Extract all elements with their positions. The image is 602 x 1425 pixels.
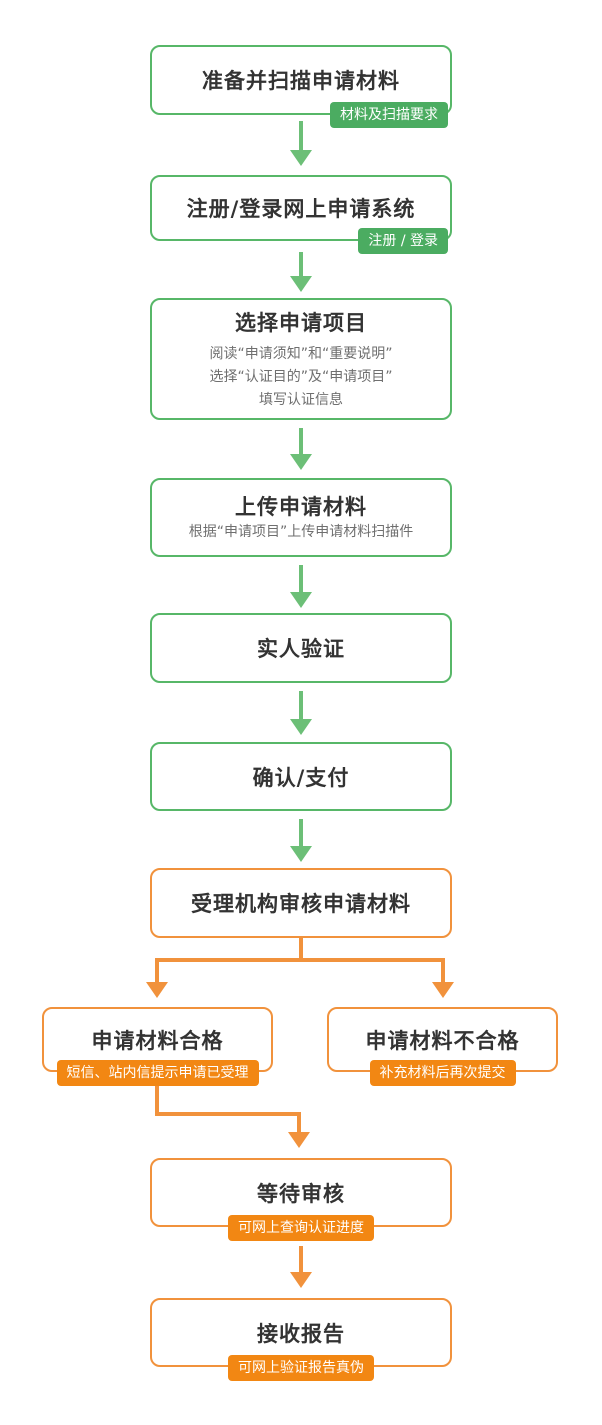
- step-title: 申请材料合格: [91, 1028, 224, 1053]
- arrow-stem: [441, 958, 445, 982]
- branch-materials-unqualified: 申请材料不合格 补充材料后再次提交: [327, 1007, 558, 1086]
- branch-materials-qualified: 申请材料合格 短信、站内信提示申请已受理: [42, 1007, 273, 1086]
- arrow-head: [290, 150, 312, 166]
- step-prepare-scan-materials: 准备并扫描申请材料 材料及扫描要求: [150, 45, 452, 128]
- arrow-down-icon: [290, 819, 312, 862]
- arrow-head: [290, 1272, 312, 1288]
- arrow-down-icon: [288, 1112, 310, 1148]
- step-subtitle: 选择“认证目的”及“申请项目”: [209, 368, 393, 385]
- step-select-project: 选择申请项目 阅读“申请须知”和“重要说明” 选择“认证目的”及“申请项目” 填…: [150, 298, 452, 420]
- arrow-head: [290, 846, 312, 862]
- step-title: 等待审核: [257, 1181, 345, 1206]
- arrow-down-icon: [290, 428, 312, 470]
- arrow-stem: [299, 819, 303, 846]
- step-subtitle: 填写认证信息: [259, 391, 343, 408]
- arrow-stem: [299, 252, 303, 276]
- connector-line: [155, 1112, 301, 1116]
- arrow-head: [290, 719, 312, 735]
- step-identity-verification: 实人验证: [150, 613, 452, 683]
- arrow-head: [290, 454, 312, 470]
- arrow-down-icon: [290, 691, 312, 735]
- arrow-head: [290, 592, 312, 608]
- arrow-stem: [299, 121, 303, 150]
- arrow-stem: [299, 565, 303, 592]
- step-title: 准备并扫描申请材料: [202, 69, 400, 93]
- progress-query-badge[interactable]: 可网上查询认证进度: [228, 1215, 374, 1241]
- arrow-head: [146, 982, 168, 998]
- arrow-down-icon: [290, 565, 312, 608]
- arrow-head: [288, 1132, 310, 1148]
- arrow-stem: [155, 958, 159, 982]
- step-subtitle: 阅读“申请须知”和“重要说明”: [209, 345, 393, 362]
- step-title: 申请材料不合格: [365, 1028, 520, 1053]
- arrow-down-icon: [432, 958, 454, 998]
- unqualified-notice-badge[interactable]: 补充材料后再次提交: [369, 1060, 516, 1086]
- step-subtitle: 根据“申请项目”上传申请材料扫描件: [188, 524, 414, 540]
- arrow-down-icon: [290, 252, 312, 292]
- step-register-login: 注册/登录网上申请系统 注册 / 登录: [150, 175, 452, 254]
- register-login-badge[interactable]: 注册 / 登录: [358, 228, 448, 254]
- step-confirm-pay: 确认/支付: [150, 742, 452, 811]
- step-title: 实人验证: [257, 637, 345, 661]
- step-title: 选择申请项目: [235, 310, 367, 335]
- connector-line: [155, 958, 445, 962]
- step-title: 受理机构审核申请材料: [191, 892, 411, 916]
- arrow-down-icon: [290, 121, 312, 166]
- materials-requirements-badge[interactable]: 材料及扫描要求: [330, 102, 448, 128]
- step-title: 接收报告: [257, 1321, 345, 1346]
- arrow-head: [432, 982, 454, 998]
- step-wait-review: 等待审核 可网上查询认证进度: [150, 1158, 452, 1241]
- report-verify-badge[interactable]: 可网上验证报告真伪: [228, 1355, 374, 1381]
- arrow-down-icon: [146, 958, 168, 998]
- step-agency-review: 受理机构审核申请材料: [150, 868, 452, 938]
- step-title: 上传申请材料: [235, 495, 367, 519]
- arrow-stem: [299, 691, 303, 719]
- arrow-stem: [297, 1112, 301, 1132]
- qualified-notice-badge[interactable]: 短信、站内信提示申请已受理: [56, 1060, 259, 1086]
- step-upload-materials: 上传申请材料 根据“申请项目”上传申请材料扫描件: [150, 478, 452, 557]
- arrow-head: [290, 276, 312, 292]
- arrow-stem: [299, 1246, 303, 1272]
- step-title: 注册/登录网上申请系统: [186, 197, 416, 221]
- step-receive-report: 接收报告 可网上验证报告真伪: [150, 1298, 452, 1381]
- connector-line: [299, 938, 303, 962]
- connector-line: [155, 1086, 159, 1116]
- arrow-stem: [299, 428, 303, 454]
- step-title: 确认/支付: [252, 765, 350, 790]
- arrow-down-icon: [290, 1246, 312, 1288]
